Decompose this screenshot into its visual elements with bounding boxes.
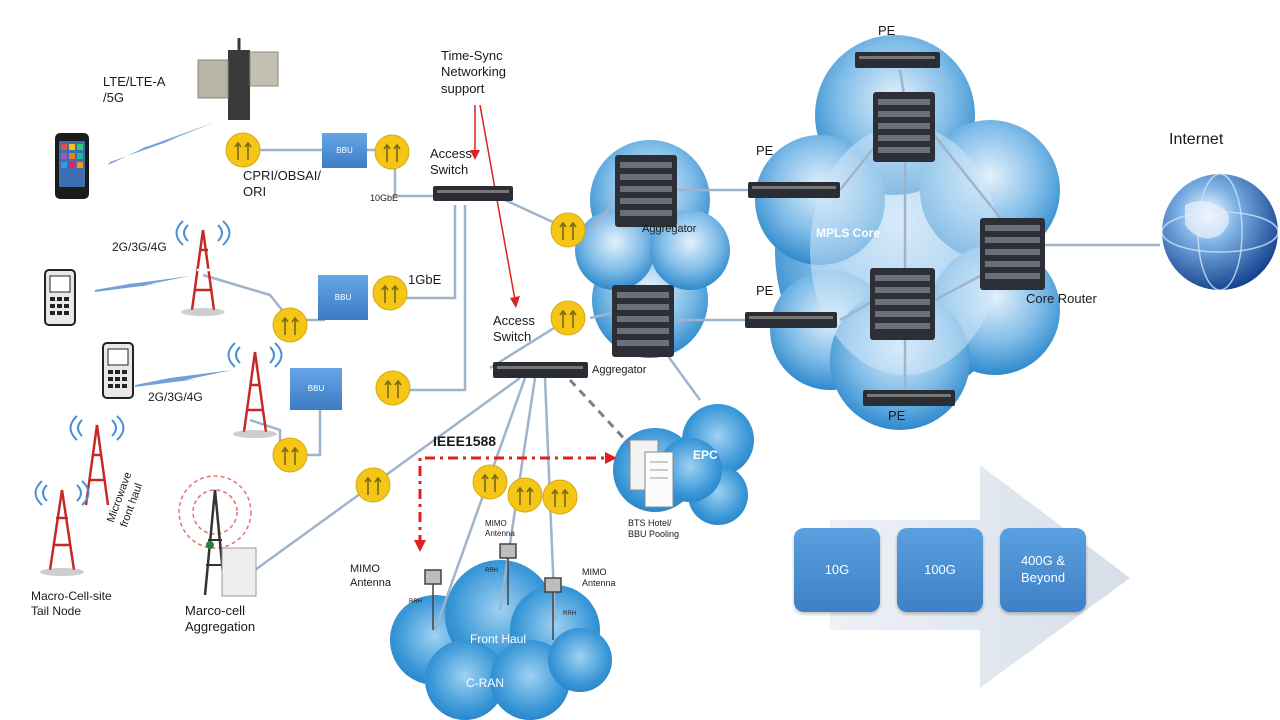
speed-box-400g: 400G & Beyond [1000,528,1086,612]
rrh-label-3: RRH [563,611,576,617]
bbu-box-1 [322,133,367,168]
ten-gbe-label: 10GbE [370,193,399,203]
c-ran-cloud [390,560,612,720]
bbu-box-2 [318,275,368,320]
one-gbe-label: 1GbE [408,272,442,287]
cell-tower-icon-1 [181,229,225,316]
aggregator-label-2: Aggregator [592,364,647,376]
cell-tower-icon-2 [233,351,277,438]
mimo-antenna-icons [424,543,562,640]
ieee1588-label: IEEE1588 [433,433,497,449]
ieee1588-path [418,456,605,545]
mpls-router-top [873,92,935,162]
mpls-core-label: MPLS Core [816,226,881,240]
lte-tower-icon [197,38,279,120]
wireless-beams [95,122,232,387]
radio-wave-icons [34,220,283,506]
smartphone-icon [55,133,89,199]
generation-label-2: 2G/3G/4G [148,390,203,404]
mimo-label-1: MIMO Antenna [350,563,391,589]
mpls-router-bottom [870,268,935,340]
speed-box-100g: 100G [897,528,983,612]
core-router-label: Core Router [1026,291,1097,306]
access-switch-label-2: Access Switch [493,313,535,345]
pe-router-top [855,52,940,68]
time-sync-arrows [474,104,516,301]
mimo-label-3: MIMO Antenna [582,567,616,589]
epc-label: EPC [693,448,718,462]
access-switch-2 [493,362,588,378]
rrh-label-1: RRH [409,599,422,605]
access-switch-label-1: Access Switch [430,146,472,178]
bts-hotel-label: BTS Hotel/ BBU Pooling [628,518,680,540]
bbu-box-3 [290,368,342,410]
rrh-label-2: RRH [485,568,498,574]
sync-icons [225,132,586,515]
pe-label-bottom: PE [888,408,906,423]
bbu-label-2: BBU [334,293,352,302]
core-router [980,218,1045,290]
bts-dashed-link [568,378,632,447]
c-ran-label: C-RAN [466,676,504,690]
generation-label-1: 2G/3G/4G [112,240,167,254]
bbu-label-1: BBU [336,146,353,155]
speed-box-10g: 10G [794,528,880,612]
feature-phone-icon-1 [44,269,76,326]
pe-label-mid1: PE [756,143,774,158]
pe-router-mid1 [748,182,840,198]
front-haul-label: Front Haul [470,632,527,646]
pe-label-mid2: PE [756,283,774,298]
bts-hotel-servers-icon [629,439,674,508]
cell-tower-icon-3 [84,424,110,506]
pe-router-bottom [863,390,955,406]
aggregator-router-1 [615,155,677,227]
time-sync-label: Time-Sync Networking support [441,48,507,96]
sync-arrow-glyphs [234,141,577,507]
mimo-label-2: MIMO Antenna [485,519,515,538]
aggregator-router-2 [612,285,674,357]
macro-aggregation-tower-icon [178,475,257,597]
internet-globe-icon [1161,173,1279,291]
cpri-label: CPRI/OBSAI/ ORI [243,168,322,200]
pe-label-top: PE [878,23,896,38]
macro-tail-label: Macro-Cell-site Tail Node [31,589,112,618]
macro-agg-label: Marco-cell Aggregation [185,603,256,635]
internet-label: Internet [1169,131,1224,148]
feature-phone-icon-2 [102,342,134,399]
cell-tower-icon-4 [40,489,84,576]
aggregator-label-1: Aggregator [642,223,697,235]
access-switch-1 [433,186,513,201]
bbu-label-3: BBU [307,384,325,393]
pe-router-mid2 [745,312,837,328]
lte-label: LTE/LTE-A /5G [103,74,166,106]
